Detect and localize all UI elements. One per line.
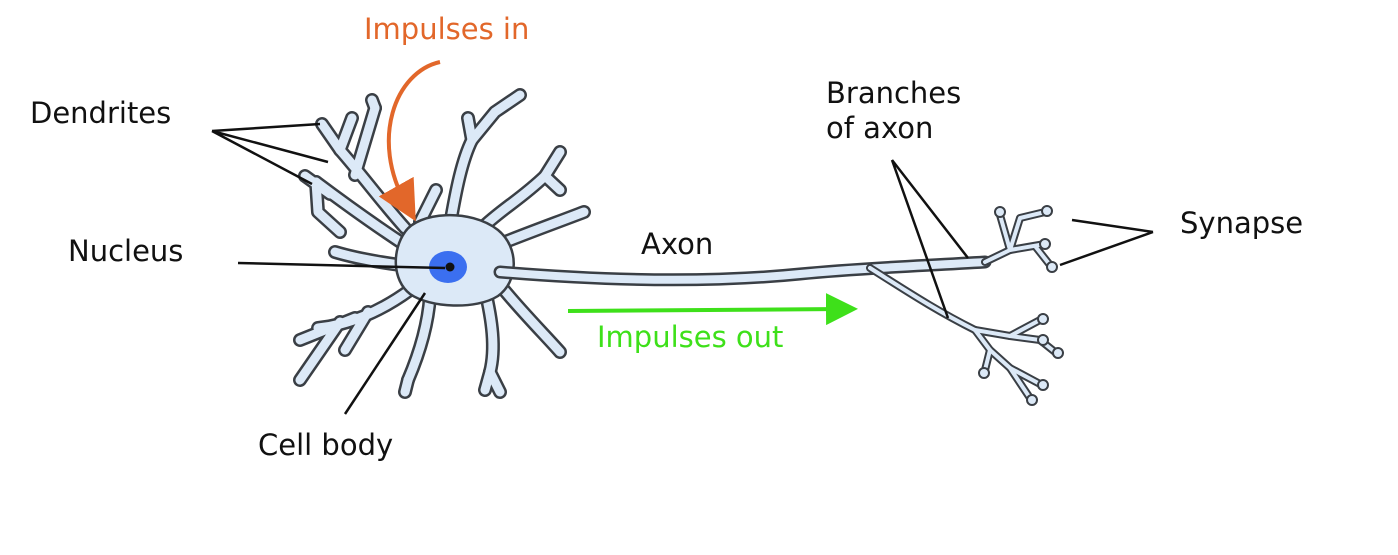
impulses-in-arrow — [378, 60, 441, 222]
nucleus-label: Nucleus — [68, 234, 184, 268]
impulses-out-arrow — [567, 293, 858, 326]
cell-body-leader — [343, 292, 427, 415]
axon — [493, 255, 992, 287]
axon-terminals — [866, 205, 1064, 406]
dendrite-fill — [295, 90, 589, 397]
dendrite-tree — [293, 88, 591, 399]
dendrites-leader — [211, 122, 329, 186]
cell-body-label: Cell body — [258, 428, 394, 462]
axon-label: Axon — [641, 227, 714, 261]
branches-label-line1: Branches — [826, 76, 962, 110]
synapse-leader — [1059, 218, 1154, 267]
dendrites-label: Dendrites — [30, 96, 172, 130]
synaptic-knobs — [978, 205, 1064, 406]
branches-leader — [890, 159, 969, 319]
synapse-label: Synapse — [1180, 206, 1304, 240]
impulses-in-label: Impulses in — [364, 12, 530, 46]
branches-label-line2: of axon — [826, 110, 934, 145]
nucleus-leader — [237, 261, 446, 270]
leader-lines — [211, 122, 1154, 415]
branches-of-axon-label: Branches of axon — [826, 76, 961, 146]
impulses-out-label: Impulses out — [597, 320, 784, 354]
nucleolus-dot — [445, 262, 455, 272]
